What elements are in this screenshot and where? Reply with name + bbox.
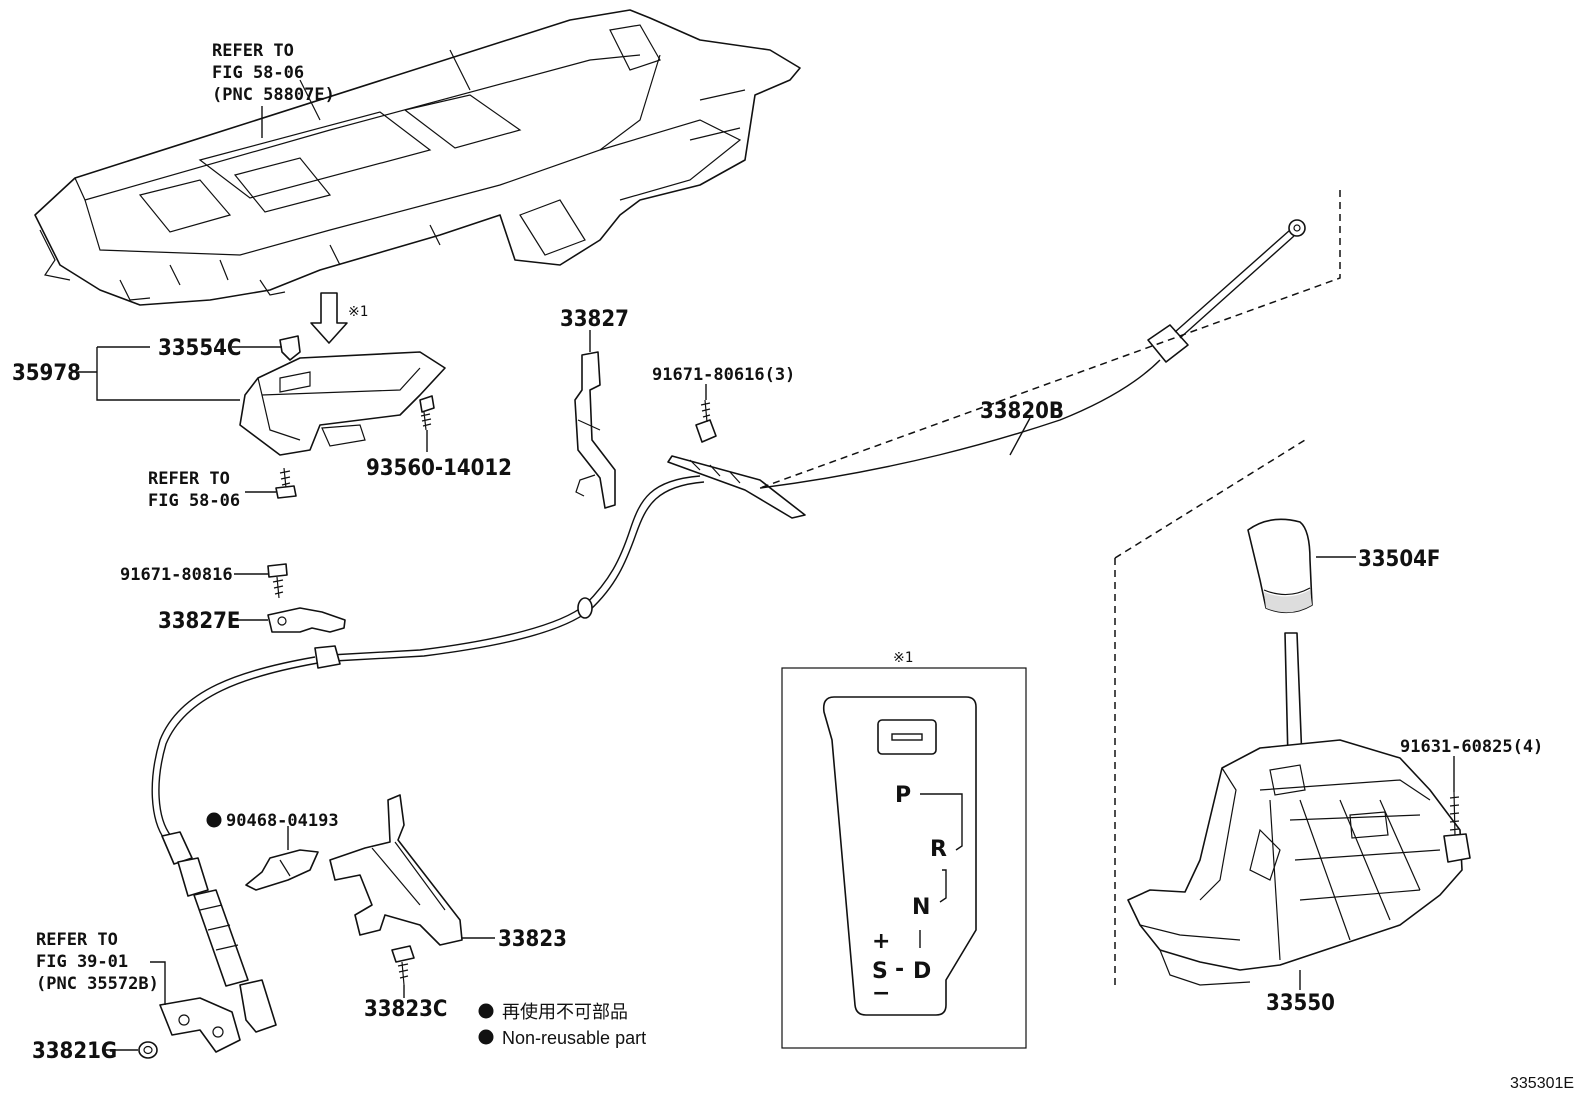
note-mark: ※1 [348,304,368,320]
refer-screw-label-line2: FIG 58-06 [148,491,240,511]
inset-note-mark: ※1 [893,650,913,666]
cable-dashed-guide [759,190,1341,489]
bolt-91671-80616 [695,399,717,443]
bolt-91631-60825 [1443,791,1471,863]
refer-clip-label-line3: (PNC 35572B) [36,974,159,994]
screw-93560-14012 [419,395,435,431]
clip-33554c [279,335,301,361]
grommet-33821g [138,1041,158,1059]
figure-id: 335301E [1510,1075,1574,1092]
refer-clip-label-line1: REFER TO [36,930,118,950]
gate-plate [822,696,977,1016]
legend-text-jp: 再使用不可部品 [502,1002,628,1022]
clip-33827e [267,607,346,633]
bracket-33823 [329,794,463,946]
gate-d: D [913,959,931,984]
screw-refer-58-06 [275,467,297,499]
clip-90468-04193 [245,849,319,891]
lever-dashed-guide-top [1114,439,1306,559]
cable-clip-35572b [159,997,241,1053]
label-33554c: 33554C [158,336,241,361]
bolt-91671-80816 [267,563,288,599]
gate-s: S [872,959,888,984]
label-91631-60825: 91631-60825(4) [1400,737,1543,757]
insert-arrow-icon [310,292,348,344]
label-33550: 33550 [1266,991,1335,1016]
refer-console-label-line1: REFER TO [212,41,294,61]
label-33827e: 33827E [158,609,240,634]
bracket-33827 [574,351,616,509]
shift-position-indicator [239,351,446,456]
gate-n: N [912,895,930,920]
label-35978: 35978 [12,361,81,386]
refer-console-label-line3: (PNC 58807E) [212,85,335,105]
label-33821g: 33821G [32,1039,117,1064]
refer-console-label-line2: FIG 58-06 [212,63,304,83]
gate-plus: + [872,929,890,954]
gate-p: P [895,783,911,808]
legend-text-en: Non-reusable part [502,1028,646,1048]
non-reusable-dot [206,812,222,828]
gate-minus: − [872,981,890,1006]
label-91671-80616: 91671-80616(3) [652,365,795,385]
label-90468-04193: 90468-04193 [226,811,339,831]
gate-dash: - [895,957,904,982]
label-91671-80816: 91671-80816 [120,565,233,585]
shift-knob-33504f [1247,518,1313,614]
gate-r: R [930,837,947,862]
center-console [34,9,801,306]
shift-cable-33820b [151,219,1306,1033]
shift-lever-assy-33550 [1127,632,1463,986]
legend-dot-en [478,1029,494,1045]
label-33827: 33827 [560,307,629,332]
legend-dot-jp [478,1003,494,1019]
label-33504f: 33504F [1358,547,1440,572]
inset-frame [781,667,1027,1049]
refer-screw-label-line1: REFER TO [148,469,230,489]
label-33823c: 33823C [364,997,447,1022]
label-93560-14012: 93560-14012 [366,456,512,481]
label-33820b: 33820B [980,399,1064,424]
bolt-33823c [391,945,415,986]
label-33823: 33823 [498,927,567,952]
refer-clip-label-line2: FIG 39-01 [36,952,128,972]
